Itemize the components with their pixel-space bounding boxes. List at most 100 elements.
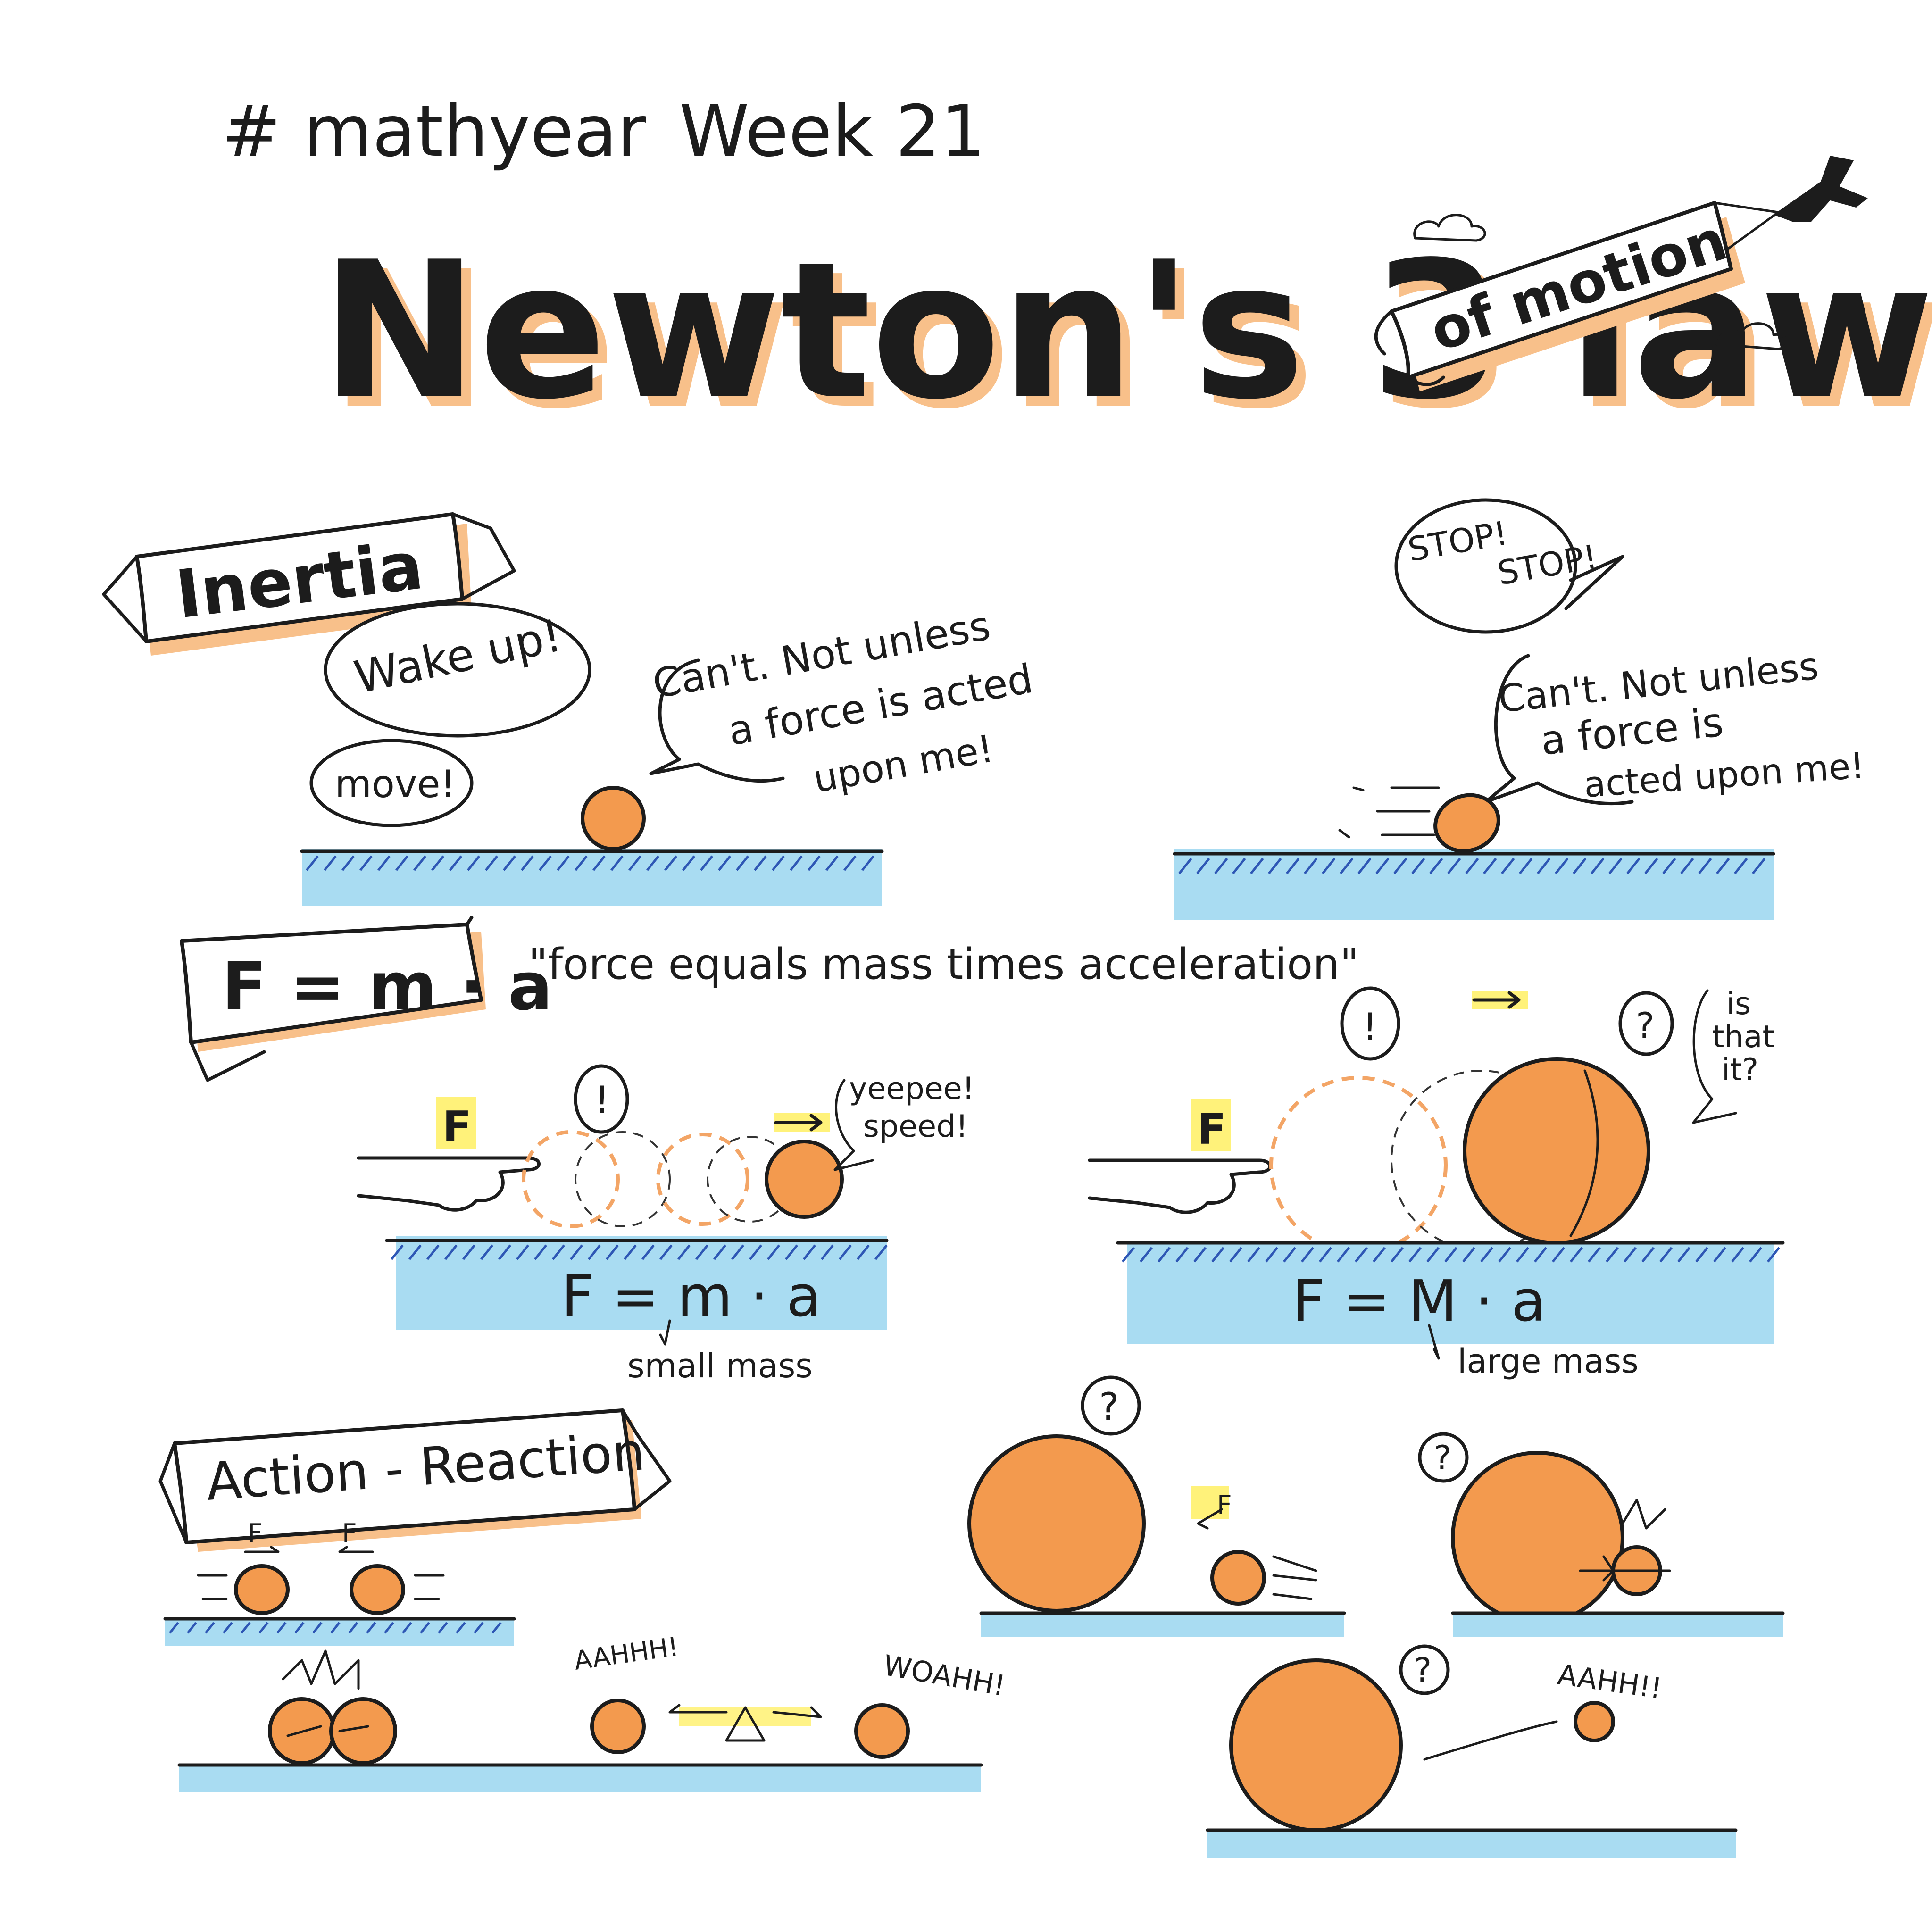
hatch-mark	[395, 855, 408, 871]
motion-lines	[1272, 1555, 1317, 1600]
pointing-hand-icon	[357, 1156, 541, 1212]
hatch-mark	[861, 855, 874, 871]
hatch-mark	[588, 1244, 601, 1260]
water-area	[981, 1613, 1344, 1637]
hatch-mark	[1178, 858, 1192, 874]
force-label: F	[342, 1518, 357, 1549]
fma-quote: "force equals mass times acceleration"	[528, 940, 1359, 989]
hatch-mark	[1573, 858, 1587, 874]
hatch-mark	[1411, 858, 1425, 874]
hatch-mark	[1659, 1247, 1673, 1263]
hatch-mark	[857, 1244, 870, 1260]
hatch-mark	[503, 855, 516, 871]
hatch-mark	[1340, 858, 1354, 874]
hatch-mark	[1641, 1247, 1655, 1263]
hatch-mark	[1196, 858, 1210, 874]
hatch-mark	[1480, 1247, 1493, 1263]
hatch-mark	[539, 855, 552, 871]
hatch-mark	[438, 1622, 448, 1634]
hatch-mark	[485, 855, 498, 871]
question-big-3: ?	[1414, 1651, 1432, 1690]
hatch-mark	[1626, 858, 1641, 874]
hatch-mark	[1716, 858, 1730, 874]
hatch-mark	[359, 855, 373, 871]
flying-ball	[1574, 1701, 1615, 1742]
reply-bracket	[833, 1079, 874, 1171]
hatch-mark	[575, 855, 588, 871]
hatch-mark	[467, 855, 480, 871]
hatch-mark	[1501, 858, 1515, 874]
hatch-mark	[1624, 1247, 1637, 1263]
large-reply-1: is	[1726, 986, 1751, 1022]
speech-bubble	[1394, 498, 1577, 634]
hatch-mark	[1355, 1247, 1368, 1263]
colliding-ball-left	[234, 1564, 290, 1615]
hatch-mark	[324, 855, 337, 871]
thought-bubble	[1418, 1432, 1469, 1483]
hatch-mark	[790, 855, 803, 871]
hatch-mark	[1337, 1247, 1350, 1263]
arrow-left-icon	[338, 1546, 374, 1553]
note-large-mass: large mass	[1457, 1342, 1639, 1381]
force-label: F	[442, 1102, 471, 1152]
thought-bubble	[1081, 1375, 1141, 1436]
hatch-mark	[1375, 858, 1390, 874]
hatch-mark	[785, 1244, 798, 1260]
hatch-mark	[1537, 858, 1551, 874]
note-arrow	[659, 1319, 671, 1346]
shout-right: WOAHH!	[881, 1649, 1008, 1703]
hashtag-text: # mathyear	[222, 91, 646, 173]
hatch-mark	[413, 855, 426, 871]
hatch-mark	[1606, 1247, 1619, 1263]
hatch-mark	[408, 1244, 422, 1260]
hatch-mark	[348, 1622, 358, 1634]
hatch-mark	[294, 1622, 305, 1634]
hatch-mark	[664, 855, 677, 871]
hatch-mark	[312, 1622, 323, 1634]
hatch-mark	[700, 855, 713, 871]
hatch-mark	[641, 1244, 655, 1260]
small-reply-1: yeepee!	[849, 1071, 974, 1107]
thought-bubble	[574, 1064, 629, 1134]
hatch-mark	[1426, 1247, 1440, 1263]
hatch-mark	[534, 1244, 547, 1260]
water-area	[396, 1236, 887, 1330]
small-ball	[1210, 1550, 1266, 1606]
hatch-mark	[377, 855, 391, 871]
water-area	[1208, 1830, 1736, 1858]
hatch-mark	[498, 1244, 511, 1260]
hatch-mark	[1265, 1247, 1278, 1263]
reply-bracket	[1484, 654, 1634, 806]
colliding-ball-right	[350, 1564, 405, 1615]
week-text: Week 21	[679, 91, 986, 173]
arrow-right-icon	[1472, 991, 1521, 1009]
hatch-mark	[241, 1622, 251, 1634]
hatch-mark	[803, 1244, 816, 1260]
hatch-mark	[456, 1622, 466, 1634]
water-area	[165, 1618, 514, 1646]
hatch-mark	[1498, 1247, 1511, 1263]
hatch-mark	[677, 1244, 691, 1260]
hatch-mark	[1767, 1247, 1780, 1263]
highlight	[436, 1097, 476, 1149]
hatch-mark	[1749, 1247, 1762, 1263]
hatch-mark	[1391, 1247, 1404, 1263]
fma-banner: F = m · a	[180, 916, 552, 1082]
hatch-mark	[1283, 1247, 1296, 1263]
hatch-mark	[1247, 1247, 1260, 1263]
hatch-mark	[1447, 858, 1461, 874]
ghost-ball	[522, 1130, 620, 1228]
hatch-mark	[384, 1622, 394, 1634]
impact-ball	[329, 1697, 397, 1765]
hatch-mark	[1322, 858, 1336, 874]
impact-burst	[1621, 1499, 1666, 1530]
hatch-mark	[444, 1244, 458, 1260]
hatch-mark	[1608, 858, 1623, 874]
cloud-icon	[1413, 214, 1486, 242]
hatch-mark	[1319, 1247, 1332, 1263]
hatch-mark	[1211, 1247, 1224, 1263]
hatch-mark	[754, 855, 767, 871]
hatch-mark	[624, 1244, 637, 1260]
fma-title: F = m · a	[222, 949, 552, 1025]
